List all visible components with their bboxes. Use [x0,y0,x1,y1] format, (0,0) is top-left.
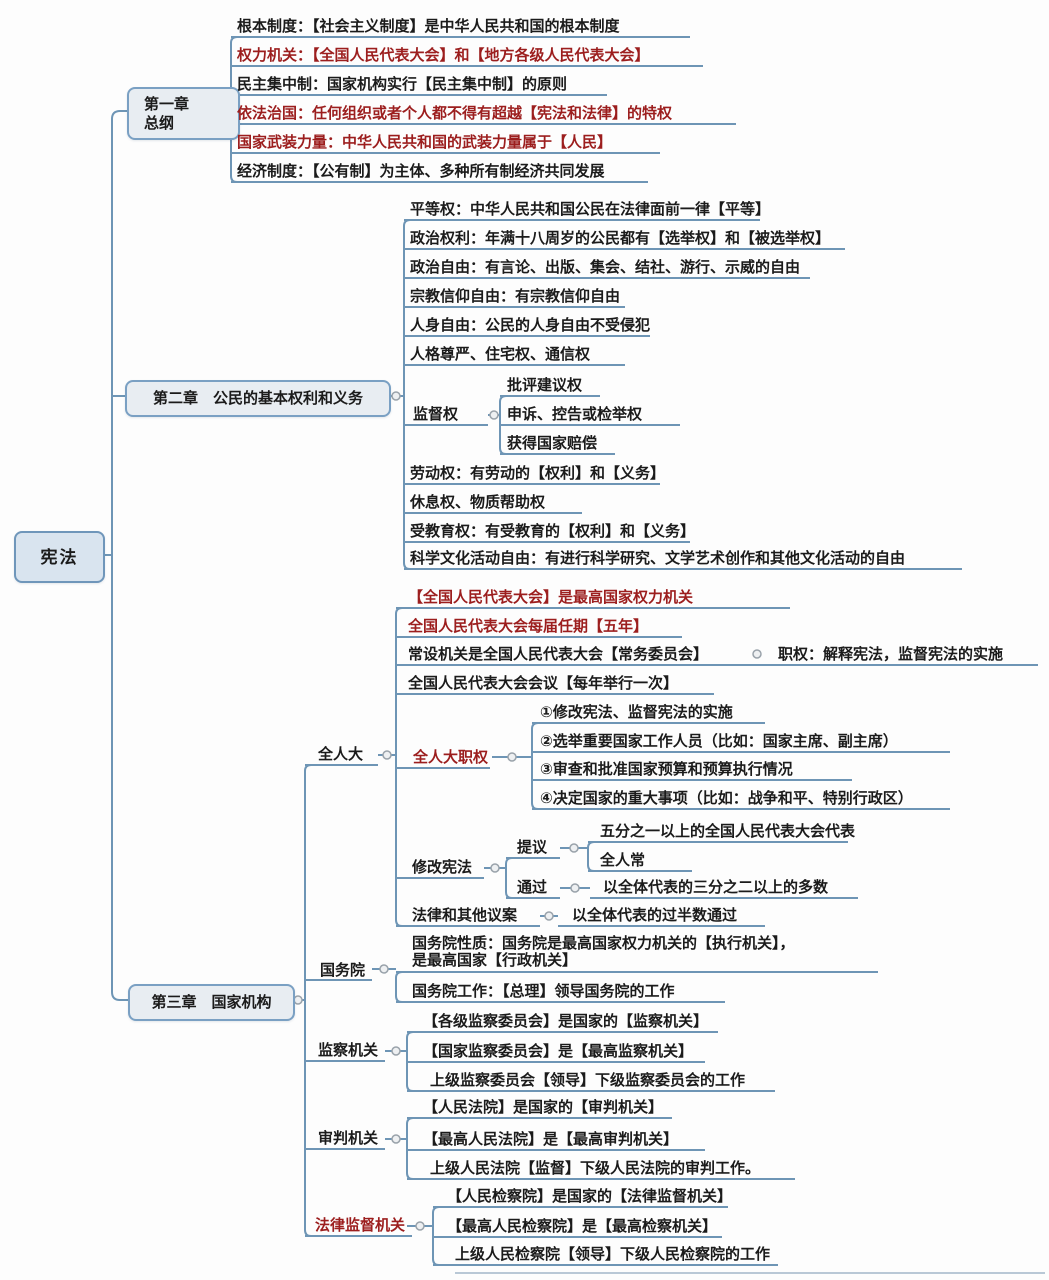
node-criticism-right: 批评建议权 [507,377,583,394]
node-state-council-work: 国务院工作：【总理】领导国务院的工作 [412,983,675,1000]
chapter2-node: 第二章 公民的基本权利和义务 [125,380,391,417]
node-procuratorial-label: 法律监督机关 [315,1217,406,1234]
node-propose-npcsc: 全人常 [600,852,646,869]
node-fundamental-system: 根本制度：【社会主义制度】是中华人民共和国的根本制度 [237,18,620,35]
node-economic-system: 经济制度：【公有制】为主体、多种所有制经济共同发展 [237,163,605,180]
node-supervisory-label: 监察机关 [318,1042,379,1059]
node-state-compensation: 获得国家赔偿 [507,435,598,452]
node-personal-freedom: 人身自由：公民的人身自由不受侵犯 [410,317,651,334]
node-npc-power-1: ①修改宪法、监督宪法的实施 [540,704,733,721]
node-npc-term: 全国人民代表大会每届任期【五年】 [408,618,649,635]
node-education-right: 受教育权：有受教育的【权利】和【义务】 [410,523,696,540]
node-supervisory-3: 上级监察委员会【领导】下级监察委员会的工作 [430,1072,746,1089]
node-procuratorial-3: 上级人民检察院【领导】下级人民检察院的工作 [455,1246,771,1263]
node-armed-forces: 国家武装力量：中华人民共和国的武装力量属于【人民】 [237,134,613,151]
node-religious-freedom: 宗教信仰自由：有宗教信仰自由 [410,288,621,305]
node-political-rights: 政治权利：年满十八周岁的公民都有【选举权】和【被选举权】 [410,230,831,247]
node-supervision-right: 监督权 [413,406,459,423]
root-node: 宪法 [14,531,105,583]
node-npc-standing-committee: 常设机关是全国人民代表大会【常务委员会】 [408,646,709,663]
node-amend-propose: 提议 [517,839,548,856]
chapter2-title: 第二章 公民的基本权利和义务 [152,390,363,407]
node-labor-right: 劳动权：有劳动的【权利】和【义务】 [410,465,666,482]
node-procuratorial-2: 【最高人民检察院】是【最高检察机关】 [447,1218,718,1235]
node-cultural-freedom: 科学文化活动自由：有进行科学研究、文学艺术创作和其他文化活动的自由 [410,550,906,567]
node-amend-constitution: 修改宪法 [412,859,473,876]
node-npc-power-2: ②选举重要国家工作人员（比如：国家主席、副主席） [540,733,898,750]
node-state-council-nature-2: 是最高国家【行政机关】 [412,952,578,969]
node-supervisory-2: 【国家监察委员会】是【最高监察机关】 [423,1043,694,1060]
node-judicial-2: 【最高人民法院】是【最高审判机关】 [423,1131,679,1148]
node-propose-one-fifth: 五分之一以上的全国人民代表大会代表 [600,823,856,840]
node-state-council-nature-1: 国务院性质：国务院是最高国家权力机关的【执行机关】， [412,935,795,952]
node-democratic-centralism: 民主集中制：国家机构实行【民主集中制】的原则 [237,76,568,93]
node-amend-pass: 通过 [517,879,548,896]
node-bills-label: 法律和其他议案 [412,907,518,924]
chapter3-title: 第三章 国家机构 [151,994,272,1011]
chapter1-node: 第一章 总纲 [127,87,240,140]
node-procuratorial-1: 【人民检察院】是国家的【法律监督机关】 [447,1188,733,1205]
node-judicial-1: 【人民法院】是国家的【审判机关】 [423,1099,664,1116]
node-rest-right: 休息权、物质帮助权 [410,494,546,511]
chapter1-title-line2: 总纲 [144,114,175,132]
chapter1-title-line1: 第一章 [144,95,190,113]
node-npc-powers-label: 全人大职权 [413,749,489,766]
chapter3-branch [291,607,1045,1274]
node-pass-two-thirds: 以全体代表的三分之二以上的多数 [603,879,829,896]
node-dignity-rights: 人格尊严、住宅权、通信权 [410,346,591,363]
node-bills-majority: 以全体代表的过半数通过 [572,907,738,924]
chapter3-node: 第三章 国家机构 [128,984,295,1021]
node-npc-session: 全国人民代表大会会议【每年举行一次】 [408,675,679,692]
node-power-organs: 权力机关：【全国人民代表大会】和【地方各级人民代表大会】 [237,47,650,64]
chapter2-branch [387,219,962,570]
node-npc-power-3: ③审查和批准国家预算和预算执行情况 [540,761,793,778]
node-npc-label: 全人大 [318,746,364,763]
node-npc-highest-organ: 【全国人民代表大会】是最高国家权力机关 [408,589,694,606]
root-label: 宪法 [40,547,79,567]
node-npc-power-4: ④决定国家的重大事项（比如：战争和平、特别行政区） [540,790,913,807]
node-equality-right: 平等权：中华人民共和国公民在法律面前一律【平等】 [410,201,771,218]
node-standing-committee-powers: 职权：解释宪法，监督宪法的实施 [778,646,1004,663]
node-supervisory-1: 【各级监察委员会】是国家的【监察机关】 [423,1013,709,1030]
node-rule-of-law: 依法治国：任何组织或者个人都不得有超越【宪法和法律】的特权 [237,105,673,122]
node-judicial-label: 审判机关 [318,1130,379,1147]
node-judicial-3: 上级人民法院【监督】下级人民法院的审判工作。 [430,1160,761,1177]
node-state-council-label: 国务院 [320,962,366,979]
trunk-lines [101,110,128,1001]
node-political-freedom: 政治自由：有言论、出版、集会、结社、游行、示威的自由 [410,259,801,276]
node-appeal-right: 申诉、控告或检举权 [507,406,643,423]
